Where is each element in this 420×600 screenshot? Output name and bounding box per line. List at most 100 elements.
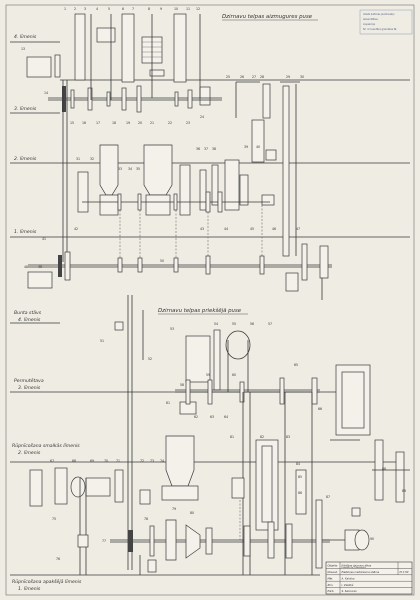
svg-text:29: 29	[286, 75, 290, 79]
tb-label-drawn: Zīm.	[327, 583, 334, 587]
svg-text:56: 56	[250, 322, 254, 326]
svg-text:50: 50	[160, 259, 164, 263]
svg-text:52: 52	[148, 357, 152, 361]
svg-text:89: 89	[402, 489, 406, 493]
svg-text:3: 3	[84, 7, 86, 11]
tb-value-object-loc: Limbažu raj. Lādezerpils	[342, 566, 366, 569]
svg-text:9: 9	[160, 7, 162, 11]
svg-text:44: 44	[224, 227, 228, 231]
svg-text:26: 26	[240, 75, 244, 79]
svg-text:30: 30	[300, 75, 304, 79]
svg-text:47: 47	[296, 227, 300, 231]
label-level-4-bottom: 4. līmenis	[18, 317, 41, 323]
stamp-line-3: inspekcija	[363, 23, 375, 26]
svg-text:58: 58	[180, 383, 184, 387]
svg-text:2: 2	[74, 7, 76, 11]
label-level-2b-bottom: 2. līmenis	[18, 450, 41, 456]
svg-text:24: 24	[200, 115, 204, 119]
svg-text:41: 41	[42, 237, 46, 241]
label-level-2a-bottom: Rūpnīcošana smalkās līmenis	[12, 442, 80, 449]
svg-text:8: 8	[148, 7, 150, 11]
svg-text:70: 70	[104, 459, 108, 463]
label-level-1b-bottom: 1. līmenis	[18, 586, 41, 592]
label-permutetava: Permutētava	[14, 378, 44, 384]
tb-label-checked: Pārb.	[328, 589, 335, 593]
motor-top	[27, 271, 53, 289]
svg-text:51: 51	[100, 339, 104, 343]
label-bunts: Bunta stāvs	[14, 310, 42, 316]
inspection-stamp: Valsts kultūras pieminekļu aizsardzības …	[359, 9, 413, 35]
svg-text:18: 18	[112, 121, 116, 125]
svg-text:45: 45	[250, 227, 254, 231]
svg-text:14: 14	[44, 91, 48, 95]
svg-text:85: 85	[298, 475, 302, 479]
svg-text:35: 35	[136, 167, 140, 171]
svg-text:90: 90	[370, 537, 374, 541]
svg-text:10: 10	[174, 7, 178, 11]
label-level-3-bottom: 3. līmenis	[18, 385, 41, 391]
svg-text:1: 1	[64, 7, 66, 11]
svg-text:67: 67	[50, 459, 54, 463]
svg-text:28: 28	[260, 75, 264, 79]
svg-text:20: 20	[138, 121, 142, 125]
svg-text:83: 83	[286, 435, 290, 439]
label-level-1-top: 1. līmenis	[14, 229, 37, 235]
level-1-pulleys	[58, 243, 329, 281]
svg-text:25: 25	[226, 75, 230, 79]
svg-text:19: 19	[126, 121, 130, 125]
svg-text:13: 13	[21, 47, 25, 51]
svg-text:82: 82	[260, 435, 264, 439]
svg-text:61: 61	[166, 401, 170, 405]
svg-text:23: 23	[186, 121, 190, 125]
svg-text:69: 69	[90, 459, 94, 463]
svg-text:49: 49	[38, 265, 42, 269]
label-level-3-top: 3. līmenis	[14, 106, 37, 112]
label-level-1a-bottom: Rūpnīcošana apakšējā līmenis	[12, 578, 82, 585]
svg-text:40: 40	[256, 145, 260, 149]
svg-text:68: 68	[72, 459, 76, 463]
svg-text:53: 53	[170, 327, 174, 331]
title-rear-side: Dzirnavu telpas aizmugures puse	[222, 14, 313, 20]
svg-text:76: 76	[56, 557, 60, 561]
svg-text:78: 78	[144, 517, 148, 521]
svg-text:73: 73	[150, 459, 154, 463]
svg-text:7: 7	[132, 7, 134, 11]
label-level-2-top: 2. līmenis	[14, 156, 37, 162]
svg-text:32: 32	[90, 157, 94, 161]
tb-value-scale: M 1:50	[400, 570, 409, 574]
svg-text:48: 48	[24, 265, 28, 269]
svg-text:34: 34	[128, 167, 132, 171]
tb-label-measured: Mēr.	[328, 576, 334, 580]
right-belt-tower	[235, 81, 300, 257]
svg-text:63: 63	[210, 415, 214, 419]
svg-text:33: 33	[118, 167, 122, 171]
svg-text:64: 64	[224, 415, 228, 419]
svg-text:66: 66	[318, 407, 322, 411]
svg-text:59: 59	[206, 373, 210, 377]
svg-text:39: 39	[244, 145, 248, 149]
svg-text:84: 84	[296, 462, 300, 466]
tb-value-object: Kārtības dzirnavu ēkas	[342, 564, 372, 568]
svg-text:21: 21	[150, 121, 154, 125]
stamp-line-2: aizsardzības	[363, 18, 378, 21]
svg-text:60: 60	[232, 373, 236, 377]
tb-value-checked: S. Seimanis	[342, 589, 358, 593]
svg-text:57: 57	[268, 322, 272, 326]
svg-text:80: 80	[190, 511, 194, 515]
svg-text:6: 6	[122, 7, 124, 11]
svg-text:62: 62	[194, 415, 198, 419]
bottom-level-2-machines	[29, 435, 307, 531]
svg-text:12: 12	[196, 7, 200, 11]
stamp-line-4: Nr. 4 inventāra gramatas Nr.	[363, 28, 397, 31]
svg-text:88: 88	[382, 467, 386, 471]
svg-text:55: 55	[232, 322, 236, 326]
svg-text:5: 5	[108, 7, 110, 11]
svg-text:11: 11	[186, 7, 190, 11]
title-front-side: Dzirnavu telpas priekšējā puse	[158, 307, 242, 314]
svg-text:65: 65	[294, 363, 298, 367]
svg-text:74: 74	[160, 459, 164, 463]
svg-text:79: 79	[172, 507, 176, 511]
